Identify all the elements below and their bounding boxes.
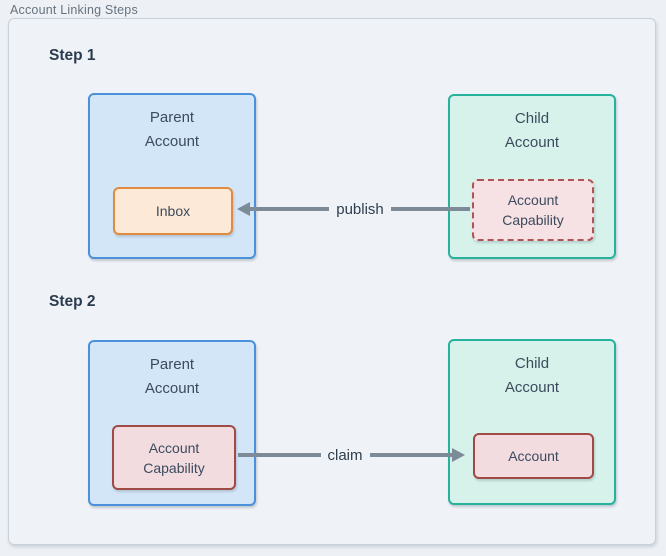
step1-account-capability-box: Account Capability	[472, 179, 594, 241]
inner-label-line: Capability	[143, 459, 205, 476]
claim-arrow-label: claim	[327, 446, 363, 464]
claim-arrow: claim	[238, 437, 466, 473]
title-line: Account	[144, 133, 200, 150]
title-line: Parent	[149, 356, 195, 373]
account-linking-panel: Step 1 Parent Account Inbox Child Accoun…	[8, 18, 656, 545]
step2-child-account-box: Child Account Account	[448, 339, 616, 505]
publish-arrow: publish	[237, 191, 471, 227]
title-line: Account	[144, 380, 200, 397]
title-line: Account	[504, 134, 560, 151]
arrow-line	[390, 207, 471, 211]
title-line: Child	[514, 355, 550, 372]
step2-child-account-title: Child Account	[450, 352, 614, 400]
step1-inbox-box: Inbox	[113, 187, 233, 235]
arrowhead-right-icon	[452, 448, 466, 462]
step1-child-account-box: Child Account Account Capability	[448, 94, 616, 259]
step1-parent-account-title: Parent Account	[90, 106, 254, 154]
step1-parent-account-box: Parent Account Inbox	[88, 93, 256, 259]
publish-arrow-label: publish	[336, 200, 384, 218]
title-line: Child	[514, 110, 550, 127]
title-line: Account	[504, 379, 560, 396]
inner-label-line: Capability	[502, 212, 564, 228]
inner-label-line: Inbox	[155, 203, 191, 219]
arrowhead-left-icon	[237, 202, 250, 216]
panel-title: Account Linking Steps	[10, 3, 138, 17]
step2-account-box: Account	[473, 433, 594, 479]
step2-parent-account-box: Parent Account Account Capability	[88, 340, 256, 506]
inner-label-line: Account	[508, 448, 559, 464]
step-1-label: Step 1	[49, 47, 96, 64]
step2-account-capability-box: Account Capability	[112, 425, 236, 490]
arrow-line	[369, 453, 453, 457]
step2-parent-account-title: Parent Account	[90, 353, 254, 401]
arrow-line	[250, 207, 330, 211]
step-2-label: Step 2	[49, 293, 96, 310]
step1-child-account-title: Child Account	[450, 107, 614, 155]
inner-label-line: Account	[507, 192, 559, 208]
title-line: Parent	[149, 109, 195, 126]
arrow-line	[238, 453, 321, 457]
inner-label-line: Account	[148, 439, 200, 456]
